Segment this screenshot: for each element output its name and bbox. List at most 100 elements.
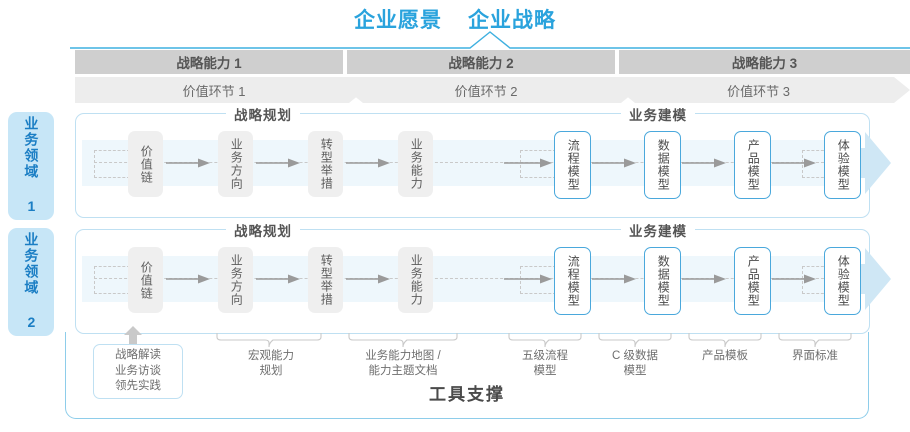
note-line-2: 模型: [533, 364, 557, 377]
arrow-icon-2-6: [682, 274, 726, 284]
value-link-row: 价值环节 1 价值环节 2 价值环节 3: [75, 77, 910, 103]
arrow-icon-2-mid: [504, 274, 552, 284]
chain-node-business-direction-1[interactable]: 业务方向: [218, 131, 253, 197]
chain-guideline-2: [94, 278, 834, 279]
chain-node-transformation-2[interactable]: 转型举措: [308, 247, 343, 313]
value-link-cell-1[interactable]: 价值环节 1: [75, 77, 365, 103]
capability-label-1: 战略能力 1: [176, 56, 242, 71]
capability-header-row: 战略能力 1 战略能力 2 战略能力 3: [75, 50, 910, 74]
capability-cell-2[interactable]: 战略能力 2: [347, 50, 615, 74]
arrow-icon-1-2: [256, 158, 300, 168]
arrow-icon-1-1: [166, 158, 210, 168]
capability-cell-3[interactable]: 战略能力 3: [619, 50, 910, 74]
arrow-icon-1-mid: [504, 158, 552, 168]
section-rule-right-2: [716, 229, 861, 230]
chain-node-label: 业务方向: [229, 254, 244, 306]
chain-node-label: 业务能力: [409, 138, 424, 190]
chain-node-data-model-1[interactable]: 数据模型: [644, 131, 681, 199]
domain-tab-label-2: 业务领域 2: [23, 232, 40, 332]
note-line-1: 业务能力地图 /: [365, 350, 441, 362]
value-link-cell-3[interactable]: 价值环节 3: [619, 77, 910, 103]
chain-node-data-model-2[interactable]: 数据模型: [644, 247, 681, 315]
bracket-icon-6: [778, 333, 852, 347]
section-title-business-modeling-1: 业务建模: [621, 104, 695, 124]
chain-node-value-chain-2[interactable]: 价值链: [128, 247, 163, 313]
note-line-2: 能力主题文档: [368, 364, 438, 377]
arrow-icon-1-3: [346, 158, 390, 168]
note-line-1: 产品模板: [702, 350, 748, 362]
arrow-icon-1-7: [772, 158, 816, 168]
arrow-icon-1-6: [682, 158, 726, 168]
domain-tab-label-1: 业务领域 1: [23, 116, 40, 216]
bracket-icon-5: [688, 333, 762, 347]
chain-node-label: 数据模型: [656, 255, 671, 307]
note-product-template: 产品模板: [683, 349, 767, 364]
domain-tab-2[interactable]: 业务领域 2: [8, 228, 54, 336]
note-line-2: 业务访谈: [115, 364, 161, 377]
chain-node-label: 数据模型: [656, 139, 671, 191]
note-line-1: C 级数据: [612, 350, 658, 362]
chain-guideline-1: [94, 162, 834, 163]
capability-label-2: 战略能力 2: [448, 56, 514, 71]
arrow-icon-2-5: [592, 274, 636, 284]
chain-node-process-model-1[interactable]: 流程模型: [554, 131, 591, 199]
capability-label-3: 战略能力 3: [731, 56, 798, 71]
value-link-cell-2[interactable]: 价值环节 2: [347, 77, 637, 103]
chain-node-label: 业务能力: [409, 254, 424, 306]
chain-node-business-capability-1[interactable]: 业务能力: [398, 131, 433, 197]
arrow-icon-2-2: [256, 274, 300, 284]
note-interface-standard: 界面标准: [773, 349, 857, 364]
chain-placeholder-left-1: [94, 150, 130, 178]
capability-cell-1[interactable]: 战略能力 1: [75, 50, 343, 74]
chain-node-label: 流程模型: [566, 139, 581, 191]
tool-support-container: 工具支撑: [65, 332, 869, 419]
note-line-1: 界面标准: [792, 350, 838, 362]
domain-row-1: 战略规划 业务建模 价值链 业务方向 转型举措 业务能力 流程模型 数据模型 产…: [75, 104, 891, 218]
domain-tab-1[interactable]: 业务领域 1: [8, 112, 54, 220]
chain-node-label: 价值链: [139, 260, 154, 300]
chain-node-experience-model-2[interactable]: 体验模型: [824, 247, 861, 315]
chain-node-label: 产品模型: [746, 139, 761, 191]
chain-node-label: 转型举措: [319, 138, 334, 190]
chain-node-process-model-2[interactable]: 流程模型: [554, 247, 591, 315]
page-title: 企业愿景 企业战略: [0, 4, 910, 34]
section-rule-mid-1: [334, 113, 519, 114]
flow-arrow-right-icon-2: [831, 248, 891, 310]
chain-node-product-model-1[interactable]: 产品模型: [734, 131, 771, 199]
title-enterprise-strategy: 企业战略: [468, 9, 556, 32]
note-capability-map: 业务能力地图 / 能力主题文档: [348, 349, 458, 379]
arrow-icon-2-7: [772, 274, 816, 284]
chain-node-label: 体验模型: [836, 255, 851, 307]
bracket-icon-1: [216, 333, 322, 347]
arrow-icon-1-5: [592, 158, 636, 168]
chain-node-business-capability-2[interactable]: 业务能力: [398, 247, 433, 313]
note-box-strategy-interpretation[interactable]: 战略解读 业务访谈 领先实践: [93, 344, 183, 399]
chain-node-label: 价值链: [139, 144, 154, 184]
chain-node-experience-model-1[interactable]: 体验模型: [824, 131, 861, 199]
flow-arrow-right-icon-1: [831, 132, 891, 194]
value-link-label-1: 价值环节 1: [182, 83, 246, 99]
chain-node-product-model-2[interactable]: 产品模型: [734, 247, 771, 315]
chain-node-transformation-1[interactable]: 转型举措: [308, 131, 343, 197]
section-rule-right-1: [716, 113, 861, 114]
section-title-business-modeling-2: 业务建模: [621, 220, 695, 240]
section-rule-mid-2: [334, 229, 519, 230]
chain-node-value-chain-1[interactable]: 价值链: [128, 131, 163, 197]
note-five-level-process-model: 五级流程 模型: [503, 349, 587, 379]
note-line-1: 战略解读: [115, 349, 161, 361]
note-c-level-data-model: C 级数据 模型: [593, 349, 677, 379]
note-line-1: 宏观能力: [248, 350, 294, 362]
chain-placeholder-left-2: [94, 266, 130, 294]
domain-row-2: 战略规划 业务建模 价值链 业务方向 转型举措 业务能力 流程模型 数据模型 产…: [75, 220, 891, 334]
bracket-icon-4: [598, 333, 672, 347]
chain-node-label: 业务方向: [229, 138, 244, 190]
chain-node-label: 体验模型: [836, 139, 851, 191]
note-line-1: 五级流程: [522, 350, 568, 362]
note-line-2: 模型: [623, 364, 647, 377]
chain-node-label: 流程模型: [566, 255, 581, 307]
value-link-label-3: 价值环节 3: [727, 83, 790, 99]
title-enterprise-vision: 企业愿景: [354, 9, 442, 32]
peak-divider-line: [70, 31, 910, 49]
chain-node-business-direction-2[interactable]: 业务方向: [218, 247, 253, 313]
